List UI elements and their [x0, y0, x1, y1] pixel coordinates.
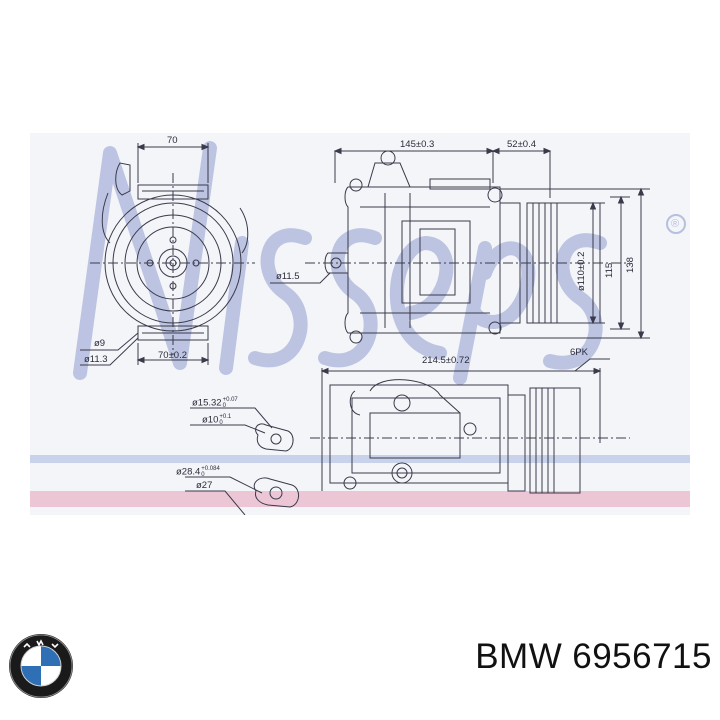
technical-drawing: 70 70±0.2 ø9 ø11.3 145±0.3 52±0.4 ø11.5 …: [30, 133, 690, 515]
front-width-top-label: 70: [167, 135, 178, 146]
brand-name: BMW: [475, 637, 563, 676]
belt-type-label: 6PK: [570, 347, 588, 358]
front-width-bottom-label: 70±0.2: [158, 350, 187, 361]
part-number: 6956715: [572, 637, 712, 676]
side-pulley-length-label: 52±0.4: [507, 139, 536, 150]
pulley-dia-inner-label: ø110±0.2: [576, 251, 587, 291]
drawing-svg: [30, 141, 690, 515]
overall-length-label: 214.5±0.72: [422, 355, 470, 366]
watermark-registered-mark: ®: [671, 218, 680, 230]
watermark-registered-circle: [666, 214, 686, 234]
side-mount-hole-label: ø11.5: [276, 271, 300, 282]
hole-9-label: ø9: [94, 338, 106, 349]
port2-inner-label: ø27: [196, 480, 213, 491]
line-art: [80, 143, 650, 515]
blue-stripe: [30, 455, 690, 463]
overall-height-label: 138: [625, 257, 636, 273]
pink-stripe: [30, 491, 690, 507]
side-body-length-label: 145±0.3: [400, 139, 435, 150]
hole-11-3-label: ø11.3: [84, 354, 108, 365]
pulley-dia-outer-label: 115: [604, 262, 615, 278]
bmw-logo-icon: [9, 634, 73, 698]
